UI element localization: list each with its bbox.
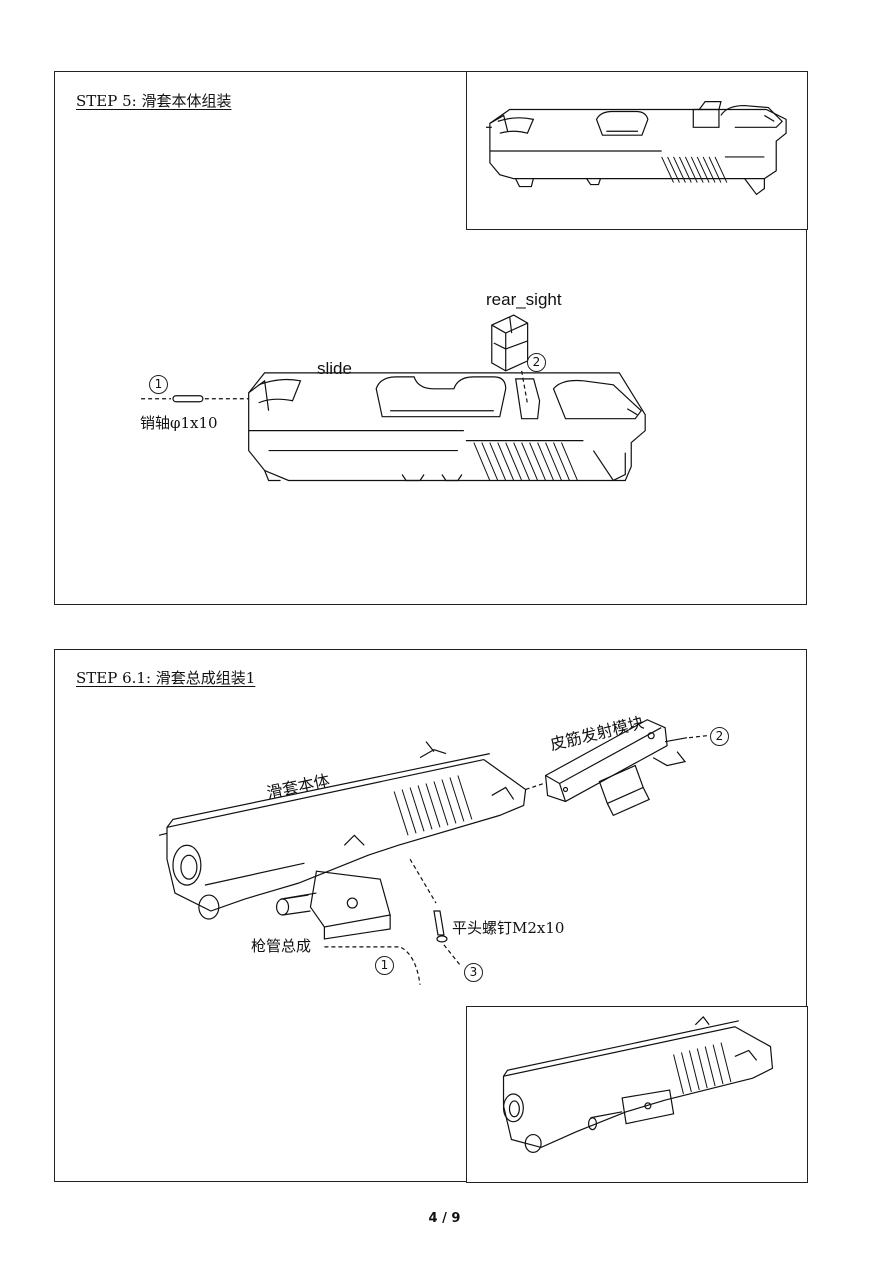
step-5-assembled-view xyxy=(466,71,808,230)
screw-label: 平头螺钉M2x10 xyxy=(452,919,565,937)
callout-1: 1 xyxy=(375,956,394,975)
step-6-1-assembled-view xyxy=(466,1006,808,1183)
step-5-panel: STEP 5: 滑套本体组装 xyxy=(54,71,808,605)
step-6-1-panel: STEP 6.1: 滑套总成组装1 xyxy=(54,649,808,1183)
barrel-assembly-label: 枪管总成 xyxy=(251,937,312,955)
callout-1: 1 xyxy=(149,375,168,394)
assembled-slide-assembly-drawing xyxy=(467,1007,807,1182)
slide-assembly-exploded-drawing xyxy=(55,650,806,1181)
callout-3: 3 xyxy=(464,963,483,982)
page-number: 4 / 9 xyxy=(428,1211,461,1226)
slide-label: slide xyxy=(317,359,352,378)
callout-2: 2 xyxy=(527,353,546,372)
rear-sight-label: rear_sight xyxy=(486,290,562,309)
callout-2: 2 xyxy=(710,727,729,746)
assembled-slide-drawing xyxy=(467,72,807,229)
step-5-title: STEP 5: 滑套本体组装 xyxy=(76,92,232,110)
step-6-1-title: STEP 6.1: 滑套总成组装1 xyxy=(76,669,256,687)
slide-exploded-drawing xyxy=(55,72,806,604)
pin-label: 销轴φ1x10 xyxy=(140,414,218,432)
